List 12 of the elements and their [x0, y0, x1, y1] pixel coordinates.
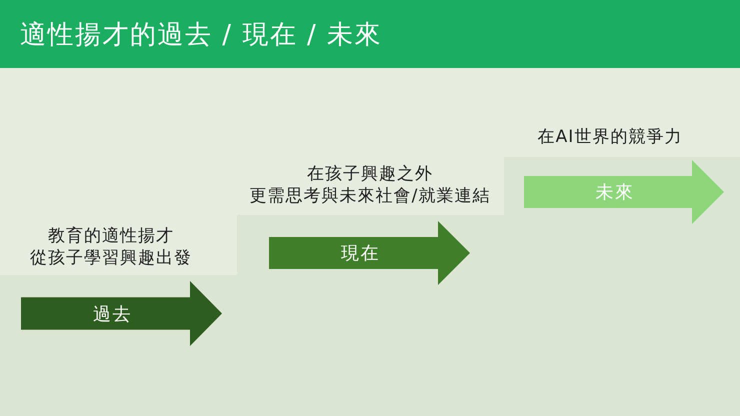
arrow-label: 現在 — [341, 242, 380, 265]
arrow-label: 過去 — [93, 302, 132, 326]
caption-text: 教育的適性揚才 — [48, 225, 174, 247]
caption-text: 從孩子學習興趣出發 — [30, 247, 192, 269]
block-arrow — [269, 221, 470, 285]
block-arrow — [524, 160, 724, 224]
caption-text: 更需思考與未來社會/就業連結 — [250, 185, 490, 207]
diagram-title: 適性揚才的過去 / 現在 / 未來 — [20, 18, 382, 52]
arrow-label: 未來 — [596, 181, 634, 204]
caption-text: 在孩子興趣之外 — [307, 163, 433, 185]
block-arrow — [21, 281, 222, 346]
caption-text: 在AI世界的競爭力 — [538, 126, 682, 148]
